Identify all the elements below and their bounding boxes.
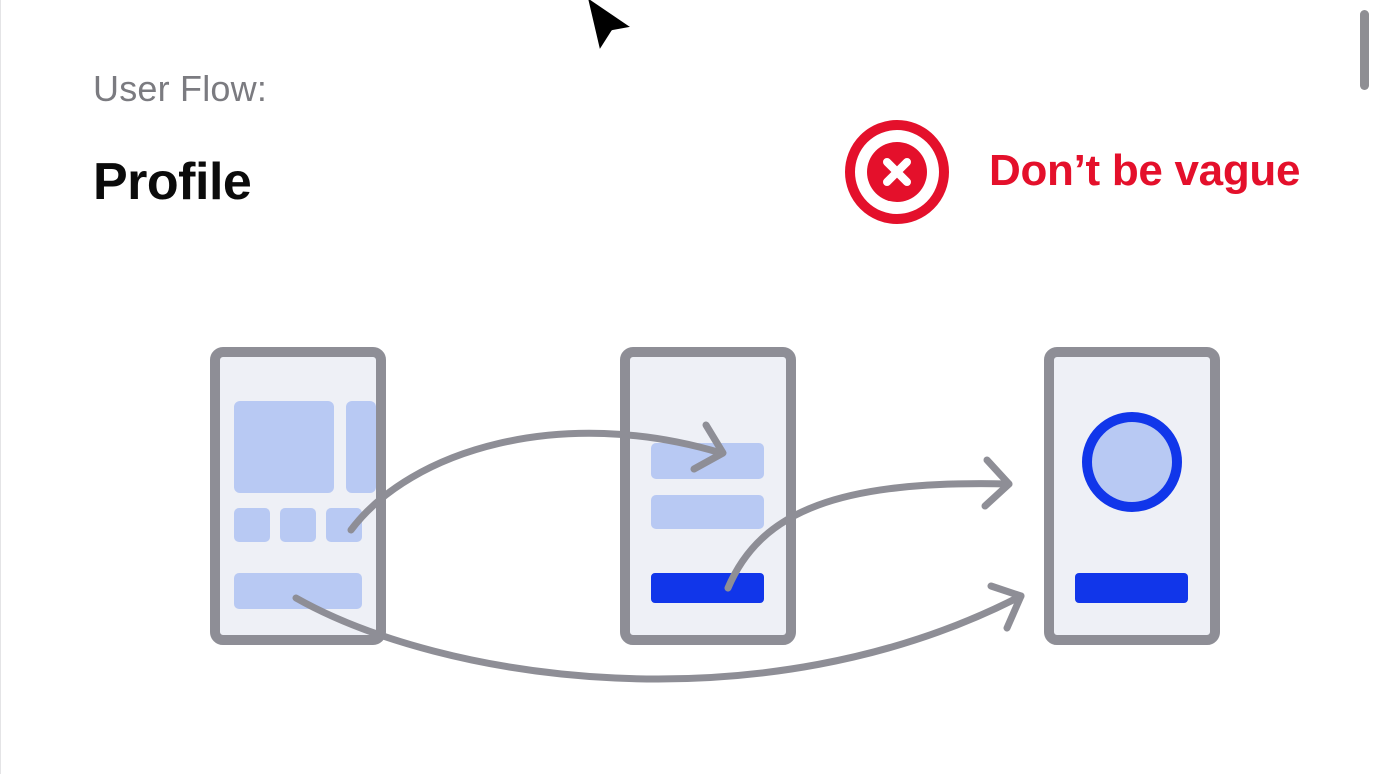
dont-rule-badge: Don’t be vague: [843, 118, 1363, 228]
flow-arrow-home-to-profile: [292, 592, 1025, 683]
rule-label: Don’t be vague: [989, 146, 1301, 195]
flow-arrow-home-to-form: [347, 429, 725, 534]
primary-button: [1075, 573, 1188, 603]
content-block: [346, 401, 376, 493]
banner-block: [234, 573, 362, 609]
form-field: [651, 495, 764, 529]
slide-eyebrow: User Flow:: [93, 68, 268, 109]
vertical-scrollbar[interactable]: [1360, 10, 1369, 90]
content-tile: [280, 508, 316, 542]
content-tile: [234, 508, 270, 542]
content-block: [234, 401, 334, 493]
home-screen: [210, 347, 386, 645]
mouse-cursor-icon: [584, 0, 637, 56]
arrow-head: [987, 582, 1025, 632]
avatar: [1082, 412, 1182, 512]
slide-title: Profile: [93, 153, 252, 211]
flow-arrow-form-to-profile: [724, 480, 1013, 592]
content-tile: [326, 508, 362, 542]
form-screen: [620, 347, 796, 645]
arrow-head: [690, 421, 727, 473]
primary-button: [651, 573, 764, 603]
arrow-head: [981, 456, 1013, 510]
x-circle-icon: [845, 120, 949, 224]
profile-screen: [1044, 347, 1220, 645]
